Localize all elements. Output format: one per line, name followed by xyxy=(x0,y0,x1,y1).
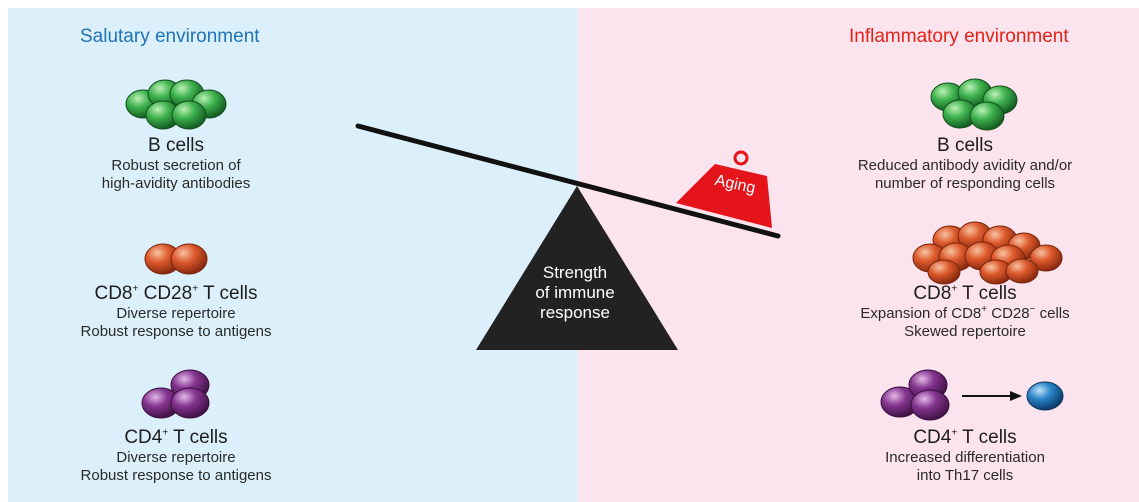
left-cd8-block: CD8+ CD28+ T cells Diverse repertoire Ro… xyxy=(56,283,296,341)
fulcrum-triangle xyxy=(476,186,678,350)
right-b-cells-block: B cells Reduced antibody avidity and/or … xyxy=(835,135,1095,193)
right-cd4-desc-1: Increased differentiation xyxy=(885,449,1045,466)
right-cd8-cell-cluster-icon xyxy=(912,221,1063,285)
left-cd4-desc-1: Diverse repertoire xyxy=(116,449,236,466)
right-b-cells-title: B cells xyxy=(937,135,993,156)
left-b-cells-block: B cells Robust secretion of high-avidity… xyxy=(76,135,276,193)
right-b-cells-desc-1: Reduced antibody avidity and/or xyxy=(857,157,1073,174)
seesaw-beam xyxy=(355,123,781,239)
th17-cell-icon xyxy=(1026,381,1064,411)
left-b-cells-desc-1: Robust secretion of xyxy=(111,157,241,174)
left-cd8-cell-pair-icon xyxy=(144,243,208,275)
left-cd4-cell-cluster-icon xyxy=(141,369,210,419)
left-b-cell-cluster-icon xyxy=(125,79,227,130)
salutary-heading: Salutary environment xyxy=(80,26,260,47)
right-cd4-desc-2: into Th17 cells xyxy=(916,467,1014,484)
left-cd4-desc-2: Robust response to antigens xyxy=(80,467,272,484)
right-cd8-desc-2: Skewed repertoire xyxy=(904,323,1026,340)
right-b-cell-cluster-icon xyxy=(930,78,1018,131)
right-cd4-title: CD4+ T cells xyxy=(913,427,1017,448)
fulcrum-label: Strength of immune response xyxy=(515,263,635,323)
right-cd4-block: CD4+ T cells Increased differentiation i… xyxy=(835,427,1095,485)
differentiation-arrow-icon xyxy=(962,391,1022,401)
right-cd4-cell-cluster-icon xyxy=(880,369,950,421)
left-b-cells-desc-2: high-avidity antibodies xyxy=(101,175,251,192)
fulcrum-label-line-2: of immune xyxy=(535,283,615,302)
left-cd8-desc-1: Diverse repertoire xyxy=(116,305,236,322)
right-cd8-desc-1: Expansion of CD8+ CD28− cells xyxy=(860,304,1070,323)
inflammatory-heading: Inflammatory environment xyxy=(849,26,1069,47)
left-cd8-desc-2: Robust response to antigens xyxy=(80,323,272,340)
left-cd8-title: CD8+ CD28+ T cells xyxy=(94,283,258,304)
fulcrum-label-line-1: Strength xyxy=(542,263,608,282)
fulcrum-label-line-3: response xyxy=(540,303,610,322)
left-cd4-title: CD4+ T cells xyxy=(124,427,228,448)
aging-weight-icon xyxy=(676,150,772,228)
right-b-cells-desc-2: number of responding cells xyxy=(874,175,1056,192)
left-cd4-block: CD4+ T cells Diverse repertoire Robust r… xyxy=(56,427,296,485)
right-cd8-title: CD8+ T cells xyxy=(913,283,1017,304)
left-b-cells-title: B cells xyxy=(148,135,204,156)
salutary-panel xyxy=(8,8,578,502)
right-cd8-block: CD8+ T cells Expansion of CD8+ CD28− cel… xyxy=(835,283,1095,341)
